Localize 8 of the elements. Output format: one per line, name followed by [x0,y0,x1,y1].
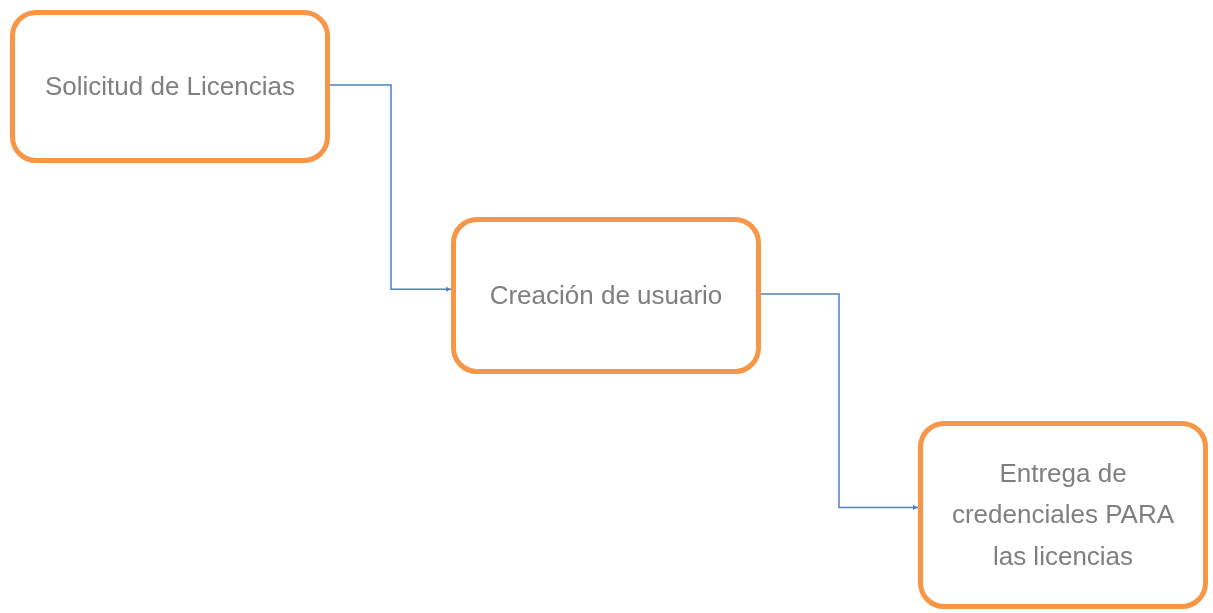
process-box [918,421,1208,609]
arrow [329,84,452,292]
process-box [10,10,330,163]
arrow [760,293,919,510]
box-label: Creación de usuario [489,278,723,312]
box-label: Solicitud de Licencias [44,69,295,103]
box-label: Entrega de credenciales PARA las licencias [950,456,1176,573]
process-box [451,217,761,374]
